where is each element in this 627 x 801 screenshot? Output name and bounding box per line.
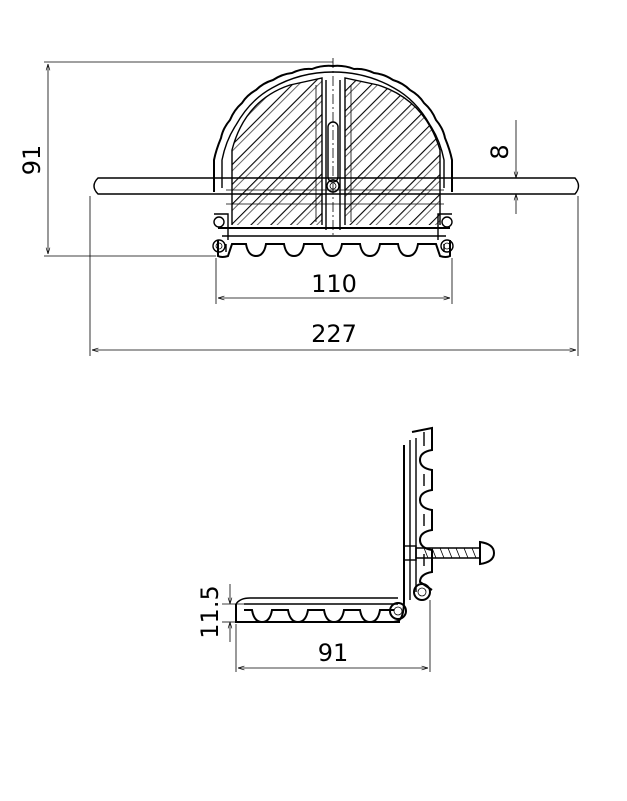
base-profile [217,227,451,258]
top-view: 91 8 110 227 [18,58,580,356]
corner-joint [389,583,431,623]
right-clip [437,213,454,253]
dim-profile-height: 11.5 [196,584,244,642]
dim-label-base-width: 110 [311,270,357,298]
dim-label-profile-height: 11.5 [196,585,224,638]
dim-label-overall-height: 91 [18,145,46,176]
dim-label-bar-thickness: 8 [486,144,514,159]
screw [403,540,496,566]
left-insert [231,77,323,225]
dim-base-width: 110 [215,258,453,304]
wall-profile [403,426,433,600]
dim-overall-width: 227 [89,196,579,356]
dim-profile-width: 91 [235,600,431,672]
dim-bar-thickness: 8 [486,120,522,214]
left-clip [212,213,229,253]
right-insert [344,77,441,225]
center-divider [325,58,341,235]
side-view: 11.5 91 [196,426,496,672]
dim-overall-height: 91 [18,61,333,257]
dim-label-profile-width: 91 [318,639,349,667]
dim-label-overall-width: 227 [311,320,357,348]
rod [93,177,580,195]
floor-profile [235,597,400,624]
